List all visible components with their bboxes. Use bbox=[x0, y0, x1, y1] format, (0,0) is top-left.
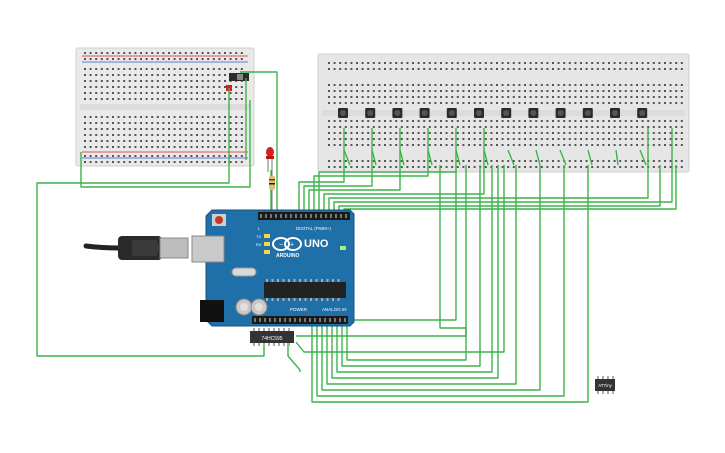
shift-register-label: 74HC595 bbox=[261, 336, 282, 342]
push-button[interactable] bbox=[501, 108, 512, 118]
l-label: L bbox=[258, 226, 261, 231]
push-button[interactable] bbox=[392, 108, 403, 118]
analog-label: ANALOG IN bbox=[322, 307, 347, 312]
push-button[interactable] bbox=[338, 108, 348, 118]
push-button[interactable] bbox=[637, 108, 648, 118]
tx-label: TX bbox=[256, 234, 261, 239]
brand-label: ARDUINO bbox=[276, 253, 299, 259]
push-button[interactable] bbox=[582, 108, 593, 118]
wire-btn-6 bbox=[323, 128, 485, 212]
wire-rail-loop bbox=[80, 100, 251, 188]
attiny-chip[interactable]: ATTiny bbox=[595, 376, 615, 394]
wire-gnd-loop bbox=[36, 88, 265, 357]
wire-btn-9 bbox=[338, 165, 661, 212]
model-label: UNO bbox=[304, 238, 329, 250]
wire-a2 bbox=[321, 165, 541, 391]
red-led[interactable] bbox=[266, 147, 274, 172]
wire-a5 bbox=[336, 165, 493, 373]
wire-btn-2 bbox=[303, 128, 373, 212]
wire-sr-3 bbox=[296, 165, 467, 337]
push-button[interactable] bbox=[446, 108, 457, 118]
power-label: POWER bbox=[290, 307, 308, 312]
small-breadboard[interactable] bbox=[75, 47, 255, 167]
wire-a7 bbox=[346, 165, 467, 361]
wires bbox=[36, 71, 677, 403]
digital-label: DIGITAL (PWM~) bbox=[296, 226, 331, 231]
push-button-row bbox=[338, 108, 648, 118]
wire-btn-1 bbox=[298, 128, 345, 212]
push-button[interactable] bbox=[610, 108, 620, 118]
logo-plus: + bbox=[290, 242, 294, 249]
wire-a1 bbox=[316, 165, 565, 397]
push-button[interactable] bbox=[365, 108, 376, 118]
resistor[interactable] bbox=[269, 170, 275, 212]
wire-sr-2 bbox=[295, 165, 505, 353]
wire-a0 bbox=[311, 165, 589, 403]
small-breadboard-holes bbox=[84, 52, 243, 163]
usb-cable[interactable] bbox=[83, 236, 189, 260]
wire-sr-1 bbox=[287, 342, 301, 372]
wire-button-jumpers bbox=[343, 149, 647, 166]
wire-btn-8 bbox=[333, 128, 673, 212]
push-button[interactable] bbox=[528, 108, 539, 118]
push-button[interactable] bbox=[474, 108, 484, 118]
push-button[interactable] bbox=[419, 108, 430, 118]
logo-minus: − bbox=[279, 242, 283, 249]
attiny-label: ATTiny bbox=[598, 383, 613, 388]
wire-switch bbox=[240, 71, 278, 212]
arduino-uno-board[interactable]: − + UNO ARDUINO DIGITAL (PWM~) POWER ANA… bbox=[191, 209, 355, 327]
wire-btn-3 bbox=[308, 128, 401, 212]
wire-a6 bbox=[341, 165, 481, 367]
wire-a3 bbox=[326, 165, 517, 385]
push-button[interactable] bbox=[555, 108, 566, 118]
shift-register-74hc595[interactable]: 74HC595 bbox=[250, 328, 294, 346]
wire-a4 bbox=[331, 165, 499, 379]
wire-btn-7 bbox=[328, 128, 649, 212]
large-breadboard-holes bbox=[328, 62, 683, 168]
rx-label: RX bbox=[256, 242, 262, 247]
